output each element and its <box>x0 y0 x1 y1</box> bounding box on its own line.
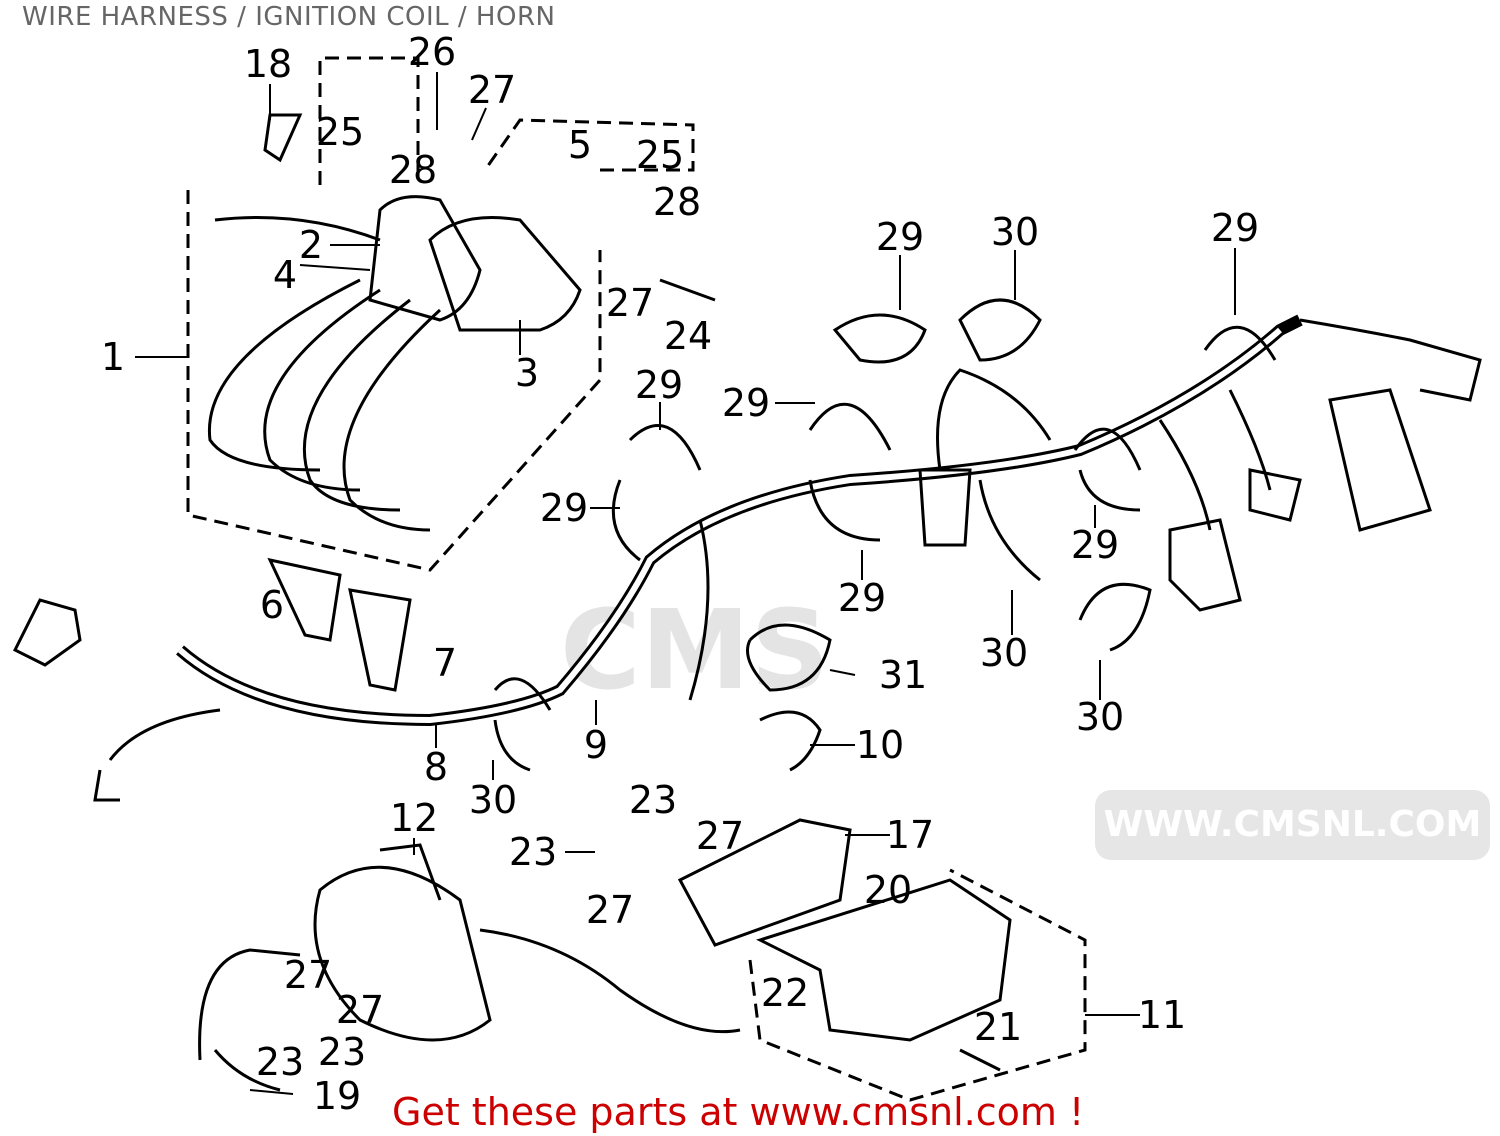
callout-17: 17 <box>885 813 935 857</box>
main-harness <box>176 314 1303 727</box>
callout-30: 30 <box>979 631 1029 675</box>
callout-29: 29 <box>721 381 771 425</box>
box-outline <box>748 868 1087 1102</box>
coil-group-outline <box>186 56 695 572</box>
callout-26: 26 <box>407 30 457 74</box>
watermark-url: WWW.CMSNL.COM <box>1095 790 1490 860</box>
parts-link[interactable]: Get these parts at www.cmsnl.com ! <box>392 1090 1085 1134</box>
callout-22: 22 <box>760 971 810 1015</box>
callout-29: 29 <box>539 486 589 530</box>
callout-29: 29 <box>837 576 887 620</box>
callout-29: 29 <box>875 215 925 259</box>
clamps <box>493 298 1277 772</box>
plug-leads <box>207 278 442 532</box>
callout-27: 27 <box>335 988 385 1032</box>
callout-4: 4 <box>272 253 298 297</box>
callout-31: 31 <box>878 653 928 697</box>
callout-30: 30 <box>990 210 1040 254</box>
callout-29: 29 <box>634 363 684 407</box>
callout-27: 27 <box>605 281 655 325</box>
callout-23: 23 <box>255 1040 305 1084</box>
callout-5: 5 <box>567 123 593 167</box>
callout-23: 23 <box>628 778 678 822</box>
callout-9: 9 <box>583 723 609 767</box>
callout-10: 10 <box>855 723 905 767</box>
harness-connectors <box>12 318 1482 667</box>
callout-30: 30 <box>468 778 518 822</box>
harness-branch <box>688 368 1272 701</box>
callout-11: 11 <box>1137 993 1187 1037</box>
ignition-coil <box>368 195 582 332</box>
horn <box>313 843 741 1042</box>
callout-20: 20 <box>863 868 913 912</box>
callout-8: 8 <box>423 745 449 789</box>
callout-2: 2 <box>298 223 324 267</box>
callout-12: 12 <box>389 796 439 840</box>
callout-30: 30 <box>1075 695 1125 739</box>
horn-bracket <box>198 948 301 1092</box>
callout-27: 27 <box>695 814 745 858</box>
callout-29: 29 <box>1210 206 1260 250</box>
callout-23: 23 <box>508 830 558 874</box>
callout-24: 24 <box>663 314 713 358</box>
callout-28: 28 <box>652 180 702 224</box>
callout-19: 19 <box>312 1074 362 1118</box>
callout-1: 1 <box>100 335 126 379</box>
callout-3: 3 <box>514 351 540 395</box>
callout-25: 25 <box>635 133 685 177</box>
callout-6: 6 <box>259 583 285 627</box>
rectifier <box>677 818 852 947</box>
battery-box <box>756 878 1012 1042</box>
diagram-title: WIRE HARNESS / IGNITION COIL / HORN <box>22 2 556 32</box>
callout-29: 29 <box>1070 523 1120 567</box>
callout-27: 27 <box>467 68 517 112</box>
callout-18: 18 <box>243 42 293 86</box>
harness-lower-branch <box>93 708 221 802</box>
bolts <box>263 113 1001 1072</box>
leader-lines <box>135 72 1236 1095</box>
coil-wire <box>214 216 381 242</box>
callout-27: 27 <box>283 953 333 997</box>
plug-caps <box>267 557 412 692</box>
callout-27: 27 <box>585 888 635 932</box>
callout-21: 21 <box>973 1005 1023 1049</box>
callout-25: 25 <box>315 110 365 154</box>
callout-7: 7 <box>432 641 458 685</box>
callout-28: 28 <box>388 148 438 192</box>
callout-23: 23 <box>317 1030 367 1074</box>
